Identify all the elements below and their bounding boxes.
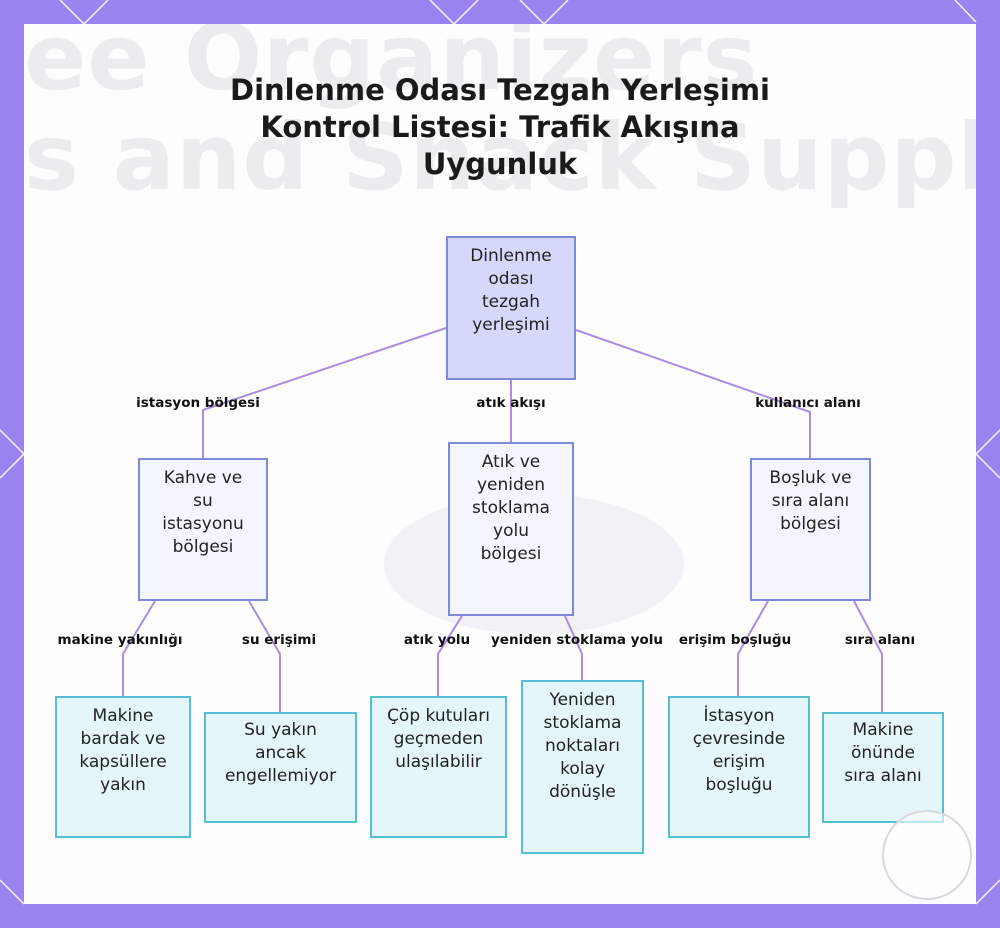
edge-label-machine-proximity: makine yakınlığı: [57, 632, 183, 648]
node-trash-bins: Çöp kutuları geçmeden ulaşılabilir: [370, 696, 507, 838]
node-root-label: Dinlenme odası tezgah yerleşimi: [470, 246, 552, 335]
edge-label-user-area: kullanıcı alanı: [755, 395, 861, 411]
node-waste-restock-label: Atık ve yeniden stoklama yolu bölgesi: [472, 452, 550, 564]
node-space-queue: Boşluk ve sıra alanı bölgesi: [750, 458, 871, 601]
node-access-gap-label: İstasyon çevresinde erişim boşluğu: [692, 706, 786, 795]
node-coffee-station-label: Kahve ve su istasyonu bölgesi: [162, 468, 244, 557]
node-restock-points: Yeniden stoklama noktaları kolay dönüşle: [521, 680, 644, 854]
node-machine-cups: Makine bardak ve kapsüllere yakın: [55, 696, 191, 838]
background-ghost-text-1: ee Organizers: [24, 24, 759, 111]
edge-label-water-access: su erişimi: [241, 632, 317, 648]
edge-space-queue: [853, 600, 883, 712]
node-root: Dinlenme odası tezgah yerleşimi: [446, 236, 576, 380]
edge-label-station-zone: istasyon bölgesi: [136, 395, 260, 411]
edge-root-coffee: [202, 327, 447, 458]
node-waste-restock: Atık ve yeniden stoklama yolu bölgesi: [448, 442, 574, 616]
edge-label-queue-area: sıra alanı: [844, 632, 916, 648]
node-coffee-station: Kahve ve su istasyonu bölgesi: [138, 458, 268, 601]
edge-label-restock-path: yeniden stoklama yolu: [491, 632, 663, 648]
node-space-queue-label: Boşluk ve sıra alanı bölgesi: [769, 468, 852, 534]
node-machine-cups-label: Makine bardak ve kapsüllere yakın: [79, 706, 167, 795]
edge-label-waste-path: atık yolu: [403, 632, 471, 648]
edge-coffee-water: [248, 600, 281, 712]
edge-label-waste-flow: atık akışı: [476, 395, 546, 411]
node-water-near-label: Su yakın ancak engellemiyor: [224, 720, 337, 786]
node-trash-bins-label: Çöp kutuları geçmeden ulaşılabilir: [387, 706, 490, 772]
diagram-title: Dinlenme Odası Tezgah Yerleşimi Kontrol …: [230, 73, 770, 181]
node-water-near: Su yakın ancak engellemiyor: [204, 712, 357, 823]
edge-space-access: [737, 600, 769, 696]
watermark-badge-icon: [882, 810, 972, 900]
node-restock-points-label: Yeniden stoklama noktaları kolay dönüşle: [543, 690, 622, 802]
background-ghost-text-2: s and Snack Supplies: [24, 104, 976, 211]
node-queue-area-label: Makine önünde sıra alanı: [844, 720, 922, 786]
node-access-gap: İstasyon çevresinde erişim boşluğu: [668, 696, 810, 838]
edge-coffee-machine: [122, 600, 156, 696]
node-queue-area: Makine önünde sıra alanı: [822, 712, 944, 823]
edge-waste-trash: [437, 615, 463, 696]
edge-waste-restock: [564, 615, 583, 680]
edge-root-space: [575, 329, 811, 458]
edge-label-access-gap: erişim boşluğu: [678, 632, 792, 648]
